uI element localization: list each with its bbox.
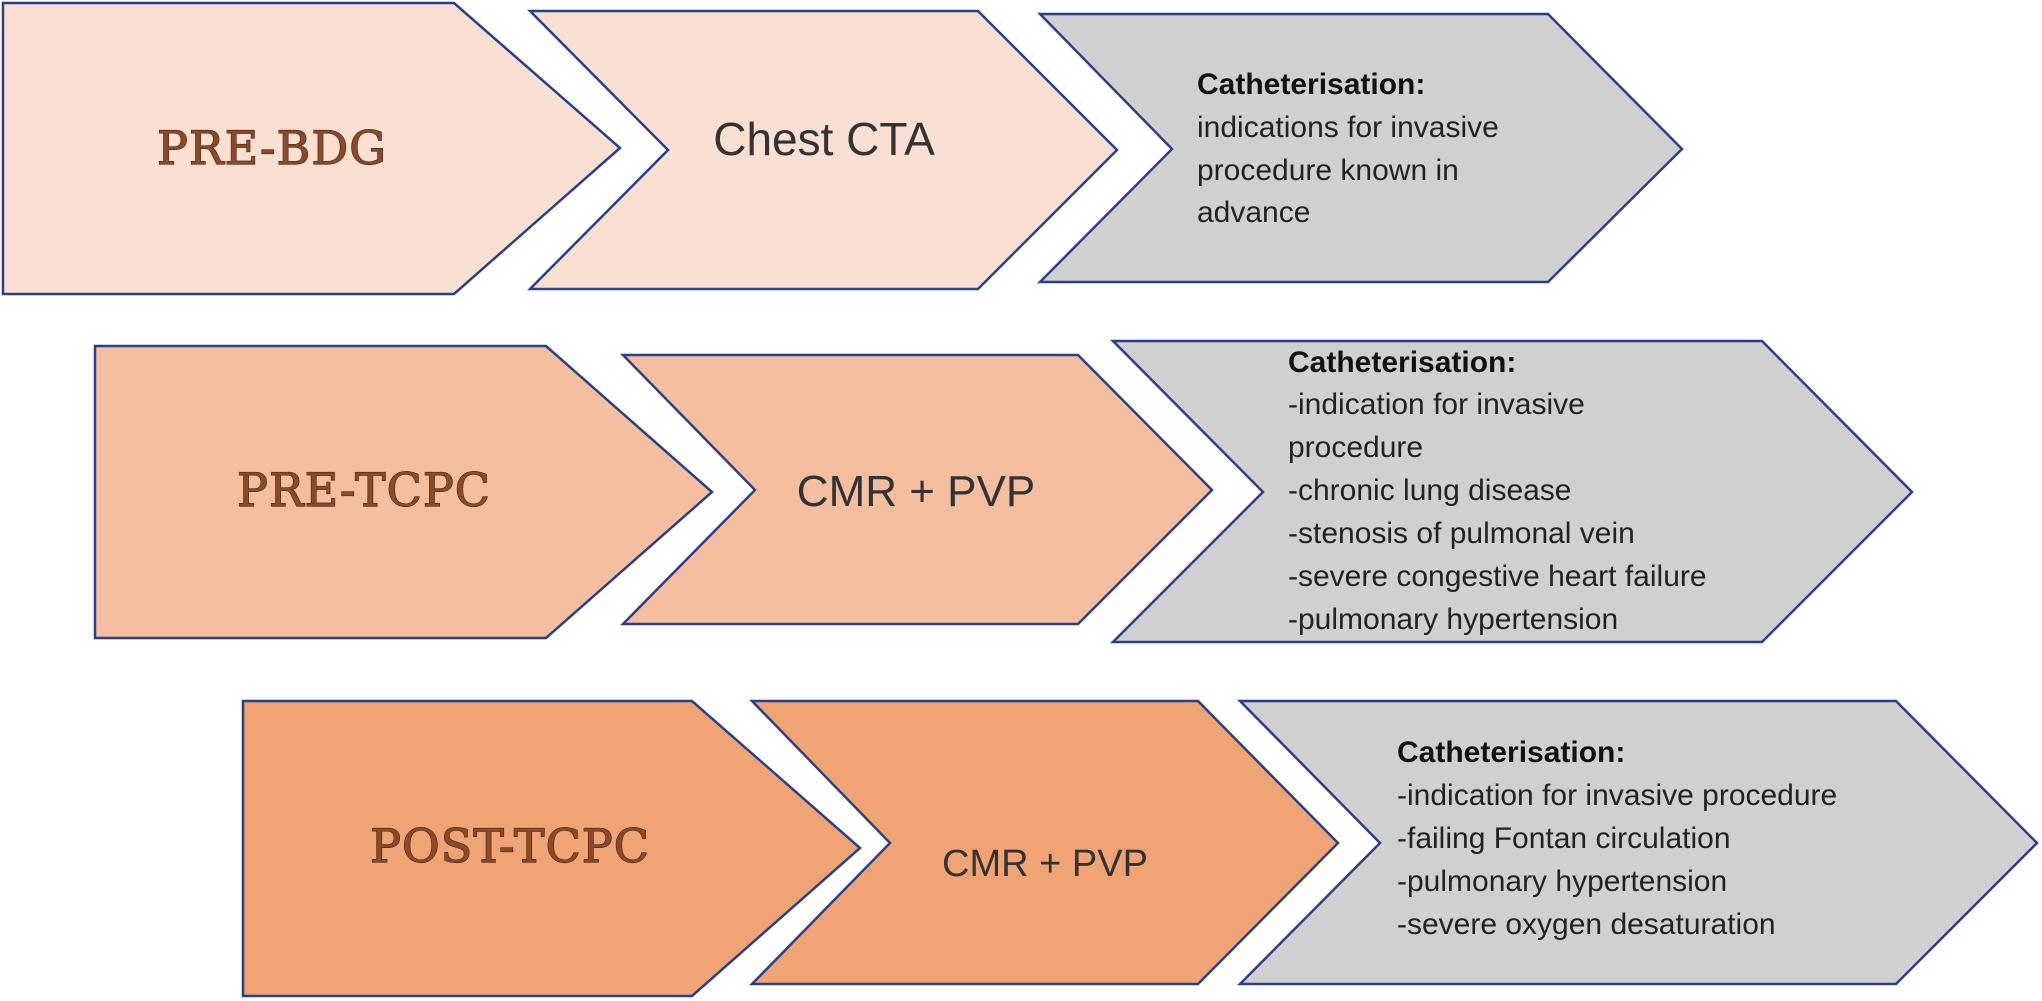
cath-line: -pulmonary hypertension [1397, 865, 1727, 898]
cath-text-row1: Catheterisation: indications for invasiv… [1197, 68, 1503, 229]
cath-line: indications for invasive [1197, 111, 1499, 144]
cath-text-row2: Catheterisation: -indication for invasiv… [1288, 346, 1711, 636]
cath-line: -severe congestive heart failure [1288, 560, 1707, 593]
stage-label-post-tcpc: POST-TCPC [370, 819, 650, 873]
cath-chevron-row3 [1236, 699, 2039, 986]
cath-title: Catheterisation: [1197, 68, 1425, 101]
cath-line: -chronic lung disease [1288, 474, 1572, 507]
cath-line: -failing Fontan circulation [1397, 822, 1731, 855]
cath-chevron-row2 [1109, 339, 1914, 644]
cath-line: -severe oxygen desaturation [1397, 908, 1776, 941]
cath-line: advance [1197, 196, 1310, 229]
stage-arrow-pre-tcpc [93, 344, 714, 640]
cath-line: -stenosis of pulmonal vein [1288, 517, 1635, 550]
stage-label-pre-tcpc: PRE-TCPC [237, 463, 491, 517]
row-post-tcpc: POST-TCPC CMR + PVP Catheterisation: -in… [241, 699, 2039, 998]
cath-title: Catheterisation: [1397, 736, 1625, 769]
imaging-label-cmr-pvp-row2: CMR + PVP [797, 467, 1035, 516]
cath-line: -pulmonary hypertension [1288, 603, 1618, 636]
cath-line: procedure known in [1197, 154, 1459, 187]
cath-line: -indication for invasive procedure [1397, 779, 1837, 812]
row-pre-bdg: PRE-BDG Chest CTA Catheterisation: indic… [1, 1, 1684, 296]
imaging-label-cmr-pvp-row3: CMR + PVP [942, 843, 1148, 885]
cath-title: Catheterisation: [1288, 346, 1516, 379]
row-pre-tcpc: PRE-TCPC CMR + PVP Catheterisation: -ind… [93, 339, 1914, 644]
stage-label-pre-bdg: PRE-BDG [157, 121, 387, 175]
cath-text-row3: Catheterisation: -indication for invasiv… [1397, 736, 1841, 941]
stage-arrow-post-tcpc [241, 699, 862, 998]
cath-chevron-row1 [1036, 12, 1684, 284]
imaging-chevron-cmr-pvp-row2 [620, 353, 1214, 626]
imaging-label-chest-cta: Chest CTA [713, 113, 935, 165]
cath-line: -indication for invasive [1288, 388, 1585, 421]
imaging-chevron-cmr-pvp-row3 [749, 699, 1340, 986]
imaging-chevron-chest-cta [526, 9, 1119, 291]
cath-line: procedure [1288, 431, 1423, 464]
stage-arrow-pre-bdg [1, 1, 622, 296]
